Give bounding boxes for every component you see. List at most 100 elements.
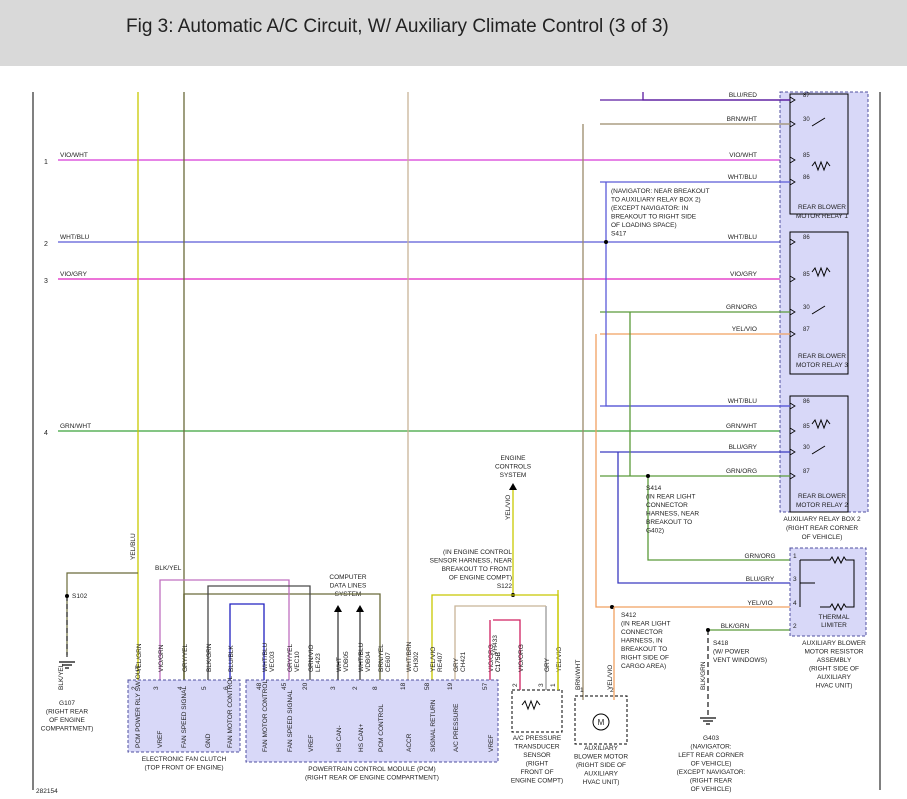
fan-clutch-wire-label: BLK/GRN bbox=[206, 643, 213, 672]
fan-clutch-label: (TOP FRONT OF ENGINE) bbox=[144, 765, 223, 772]
pcm-pin-function: A/C PRESSURE bbox=[453, 703, 460, 752]
wire-blu-blk bbox=[229, 603, 265, 680]
pcm-pin: 18 bbox=[400, 682, 407, 690]
connector-arrow bbox=[789, 96, 796, 104]
connector-arrow bbox=[789, 448, 796, 456]
wire-grn-org bbox=[647, 476, 790, 561]
relay-pin: 86 bbox=[803, 235, 810, 241]
electronic-fan-clutch bbox=[127, 679, 241, 753]
relay-switch bbox=[811, 117, 826, 127]
sensor-label: ENGINE COMPT) bbox=[511, 778, 563, 785]
relay-pin: 30 bbox=[803, 305, 810, 311]
wire-label: YEL/BLU bbox=[130, 533, 137, 560]
blower-motor-label: (RIGHT SIDE OF bbox=[576, 762, 626, 769]
resistor-pin: 3 bbox=[793, 576, 797, 583]
relay-box-label: OF VEHICLE) bbox=[802, 534, 843, 541]
ac-pressure-sensor bbox=[511, 689, 563, 733]
pcm-circuit-id: VEC10 bbox=[294, 651, 301, 672]
relay-wire-label: WHT/BLU bbox=[728, 398, 758, 405]
fan-clutch-pin: 4 bbox=[177, 686, 184, 690]
wire-label: BRN/WHT bbox=[575, 660, 582, 690]
pcm-circuit-id: VH433 bbox=[492, 635, 499, 655]
s412-note: CARGO AREA) bbox=[621, 663, 666, 670]
data-lines-label: COMPUTER bbox=[329, 574, 367, 581]
relay-coil bbox=[811, 418, 831, 430]
wire-label: BLK/GRN bbox=[721, 623, 750, 630]
relay-pin: 87 bbox=[803, 93, 810, 99]
wire-label: VIO/GRY bbox=[60, 271, 88, 278]
pcm-circuit-id: CH302 bbox=[413, 651, 420, 672]
pcm-pin: 58 bbox=[424, 682, 431, 690]
relay-pin: 85 bbox=[803, 424, 810, 430]
relay-pin: 87 bbox=[803, 469, 810, 475]
blower-motor-label: BLOWER MOTOR bbox=[574, 754, 628, 761]
auxiliary-relay-box-2 bbox=[779, 91, 869, 513]
wire-label: GRN/ORG bbox=[744, 553, 775, 560]
g403-label: (RIGHT REAR bbox=[690, 778, 732, 785]
resistor-assembly-label: HVAC UNIT) bbox=[816, 683, 853, 690]
relay-wire-label: BRN/WHT bbox=[727, 116, 757, 123]
pcm-wire-label: GRY/YEL bbox=[287, 644, 294, 672]
blower-motor-label: HVAC UNIT) bbox=[583, 779, 620, 786]
s417-note: TO AUXILIARY RELAY BOX 2) bbox=[611, 197, 701, 204]
wire-label: BLK/YEL bbox=[155, 565, 182, 572]
blower-pin: 1 bbox=[580, 687, 584, 694]
sensor-label: TRANSDUCER bbox=[514, 744, 559, 751]
resistor-assembly-label: MOTOR RESISTOR bbox=[805, 649, 864, 656]
sensor-pin: 2 bbox=[512, 683, 519, 687]
blower-pin: 2 bbox=[610, 687, 614, 694]
g403-label: OF VEHICLE) bbox=[691, 786, 732, 793]
pcm-wire-label: GRN/VIO bbox=[308, 645, 315, 672]
fan-clutch-label: ELECTRONIC FAN CLUTCH bbox=[142, 756, 227, 763]
s122-note: BREAKOUT TO FRONT bbox=[442, 566, 512, 573]
pcm-label: POWERTRAIN CONTROL MODULE (PCM) bbox=[308, 766, 435, 773]
pcm-pin: 3 bbox=[330, 686, 337, 690]
wire-label: YEL/VIO bbox=[747, 600, 772, 607]
s412-note: S412 bbox=[621, 612, 637, 619]
sensor-label: A/C PRESSURE bbox=[513, 735, 562, 742]
pcm-circuit-id: CH421 bbox=[460, 651, 467, 672]
pcm-wire-label: BRN/YEL bbox=[378, 644, 385, 672]
pcm-pin-function: PCM CONTROL bbox=[378, 704, 385, 752]
wire-label: BLK/GRN bbox=[700, 661, 707, 690]
wire-wht-blu bbox=[605, 182, 790, 407]
wire-blu-red bbox=[642, 92, 790, 101]
sensor-wire-label: GRY bbox=[544, 657, 551, 672]
relay-1 bbox=[789, 93, 849, 215]
thermal-limiter-label: LIMITER bbox=[821, 622, 847, 629]
fan-clutch-pin-function: PCM POWER RLY SW OUT bbox=[135, 666, 142, 748]
s418-note: (W/ POWER bbox=[713, 649, 750, 656]
relay-wire-label: GRN/ORG bbox=[726, 304, 757, 311]
resistor-element bbox=[800, 555, 855, 612]
splice-s414 bbox=[646, 474, 650, 478]
thermal-limiter-label: THERMAL bbox=[818, 614, 849, 621]
wire-yel-blu-dash bbox=[66, 572, 138, 655]
sensor-label: (RIGHT bbox=[526, 761, 548, 768]
wire-blk-grn bbox=[207, 585, 311, 680]
wire-blu-gry bbox=[617, 452, 790, 584]
relay-wire-label: YEL/VIO bbox=[732, 326, 757, 333]
arrow-up bbox=[334, 605, 342, 612]
relay-switch bbox=[811, 445, 826, 455]
auxiliary-blower-motor bbox=[574, 695, 628, 745]
s412-note: CONNECTOR bbox=[621, 629, 663, 636]
wire-label: YEL/VIO bbox=[505, 495, 512, 520]
pcm-circuit-id: C175E bbox=[495, 651, 502, 672]
resistor-assembly-label: AUXILIARY bbox=[817, 674, 852, 681]
relay-pin: 86 bbox=[803, 175, 810, 181]
relay-label: REAR BLOWER bbox=[798, 493, 846, 500]
relay-pin: 85 bbox=[803, 153, 810, 159]
fan-clutch-wire-label: VIO/GRN bbox=[158, 644, 165, 672]
connector-arrow bbox=[789, 120, 796, 128]
splice-s412 bbox=[610, 605, 614, 609]
fan-clutch-pin: 3 bbox=[153, 686, 160, 690]
s418-note: VENT WINDOWS) bbox=[713, 657, 767, 664]
data-lines-label: DATA LINES bbox=[330, 583, 367, 590]
connector-arrow bbox=[789, 275, 796, 283]
connector-arrow bbox=[789, 472, 796, 480]
pcm-pin-function: VREF bbox=[308, 735, 315, 752]
resistor-pin: 2 bbox=[793, 623, 797, 630]
s417-note: OF LOADING SPACE) bbox=[611, 222, 677, 229]
fan-clutch-pin-function: VREF bbox=[157, 731, 164, 748]
s417-note: S417 bbox=[611, 231, 627, 238]
